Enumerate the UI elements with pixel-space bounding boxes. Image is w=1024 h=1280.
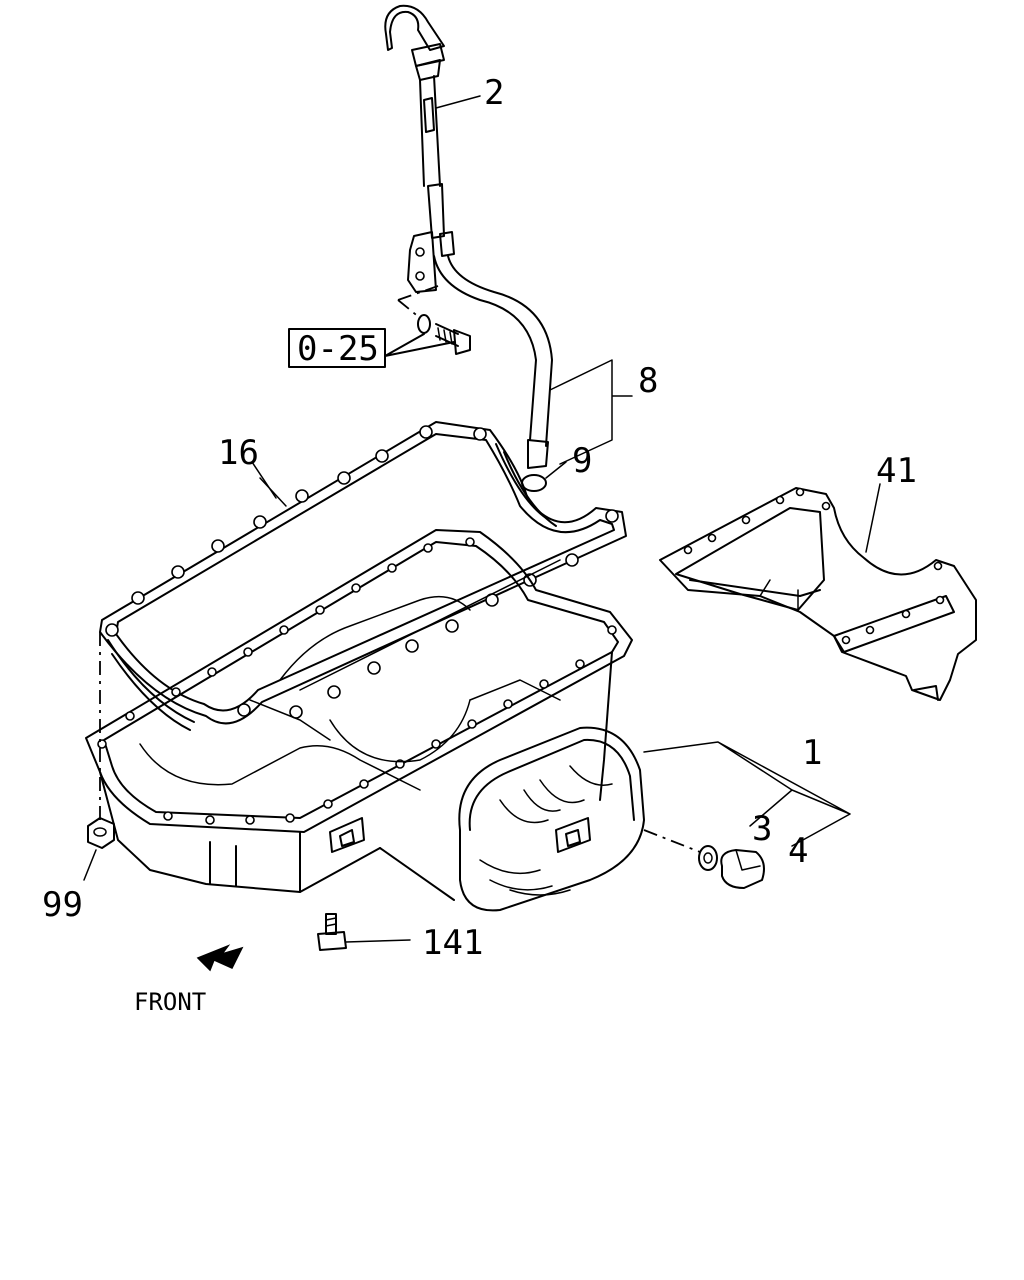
front-arrow-icon	[196, 944, 244, 972]
drain-plug-4	[720, 849, 765, 889]
reference-box: 0-25	[288, 328, 455, 369]
nut-99	[83, 817, 115, 881]
leader-2	[435, 95, 481, 109]
callout-4: 4	[788, 831, 808, 871]
callout-99: 99	[42, 885, 83, 925]
leader-8	[549, 359, 633, 465]
baffle-plate	[659, 483, 977, 701]
bolt-141	[317, 913, 411, 951]
oil-pan	[85, 529, 633, 901]
callout-9: 9	[572, 441, 592, 481]
callout-1: 1	[802, 733, 822, 773]
callout-2: 2	[484, 73, 504, 113]
oil-pan-sump	[458, 726, 701, 912]
callout-8: 8	[638, 361, 658, 401]
washer-3	[698, 845, 718, 871]
callout-3: 3	[752, 809, 772, 849]
leader-16	[259, 477, 287, 507]
callout-16: 16	[218, 433, 259, 473]
reference-box-label: 0-25	[297, 329, 379, 369]
callout-141: 141	[422, 923, 483, 963]
leader-1-3-4	[643, 741, 851, 847]
front-label: FRONT	[134, 988, 206, 1016]
dipstick-assembly	[384, 4, 553, 469]
callout-41: 41	[876, 451, 917, 491]
